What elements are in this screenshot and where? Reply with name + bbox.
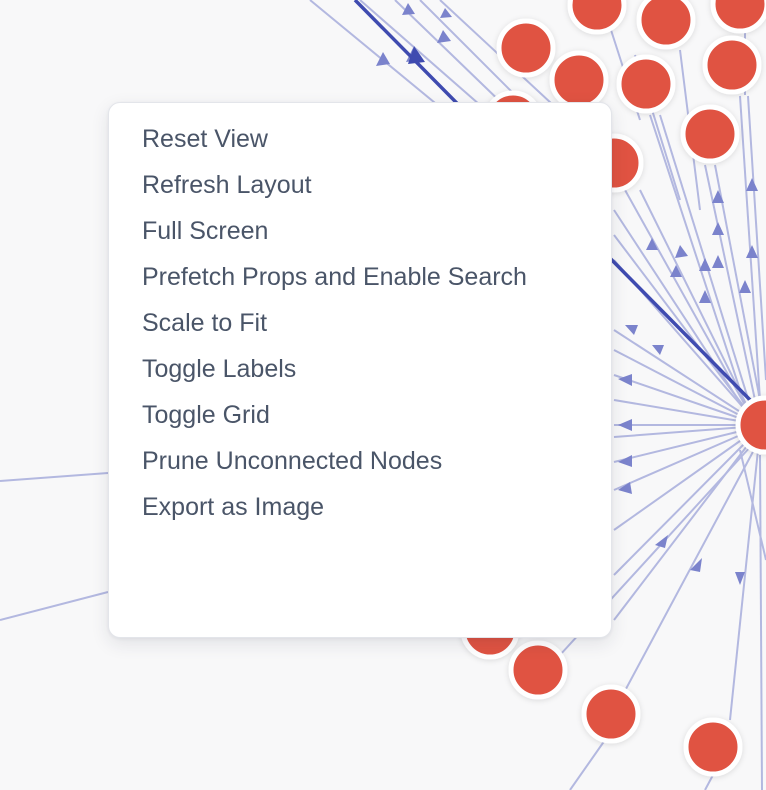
menu-item-full-screen[interactable]: Full Screen bbox=[142, 217, 269, 245]
menu-item-refresh-layout[interactable]: Refresh Layout bbox=[142, 171, 312, 199]
menu-item-prefetch-props[interactable]: Prefetch Props and Enable Search bbox=[142, 263, 527, 291]
graph-node[interactable] bbox=[496, 18, 556, 78]
menu-item-prune-unconnected[interactable]: Prune Unconnected Nodes bbox=[142, 447, 443, 475]
menu-item-toggle-labels[interactable]: Toggle Labels bbox=[142, 355, 297, 383]
graph-node[interactable] bbox=[683, 717, 743, 777]
menu-item-reset-view[interactable]: Reset View bbox=[142, 125, 268, 153]
graph-node[interactable] bbox=[549, 50, 609, 110]
graph-node[interactable] bbox=[735, 395, 766, 455]
graph-node[interactable] bbox=[710, 0, 766, 34]
context-menu: Reset View Refresh Layout Full Screen Pr… bbox=[108, 102, 612, 638]
graph-node[interactable] bbox=[581, 684, 641, 744]
graph-node[interactable] bbox=[508, 640, 568, 700]
graph-node[interactable] bbox=[616, 54, 676, 114]
graph-node[interactable] bbox=[636, 0, 696, 50]
highlighted-edge-arrow bbox=[408, 46, 425, 64]
graph-node[interactable] bbox=[680, 104, 740, 164]
graph-node[interactable] bbox=[702, 35, 762, 95]
graph-node[interactable] bbox=[567, 0, 627, 35]
menu-item-export-image[interactable]: Export as Image bbox=[142, 493, 325, 521]
menu-item-toggle-grid[interactable]: Toggle Grid bbox=[142, 401, 270, 429]
menu-item-scale-to-fit[interactable]: Scale to Fit bbox=[142, 309, 268, 337]
